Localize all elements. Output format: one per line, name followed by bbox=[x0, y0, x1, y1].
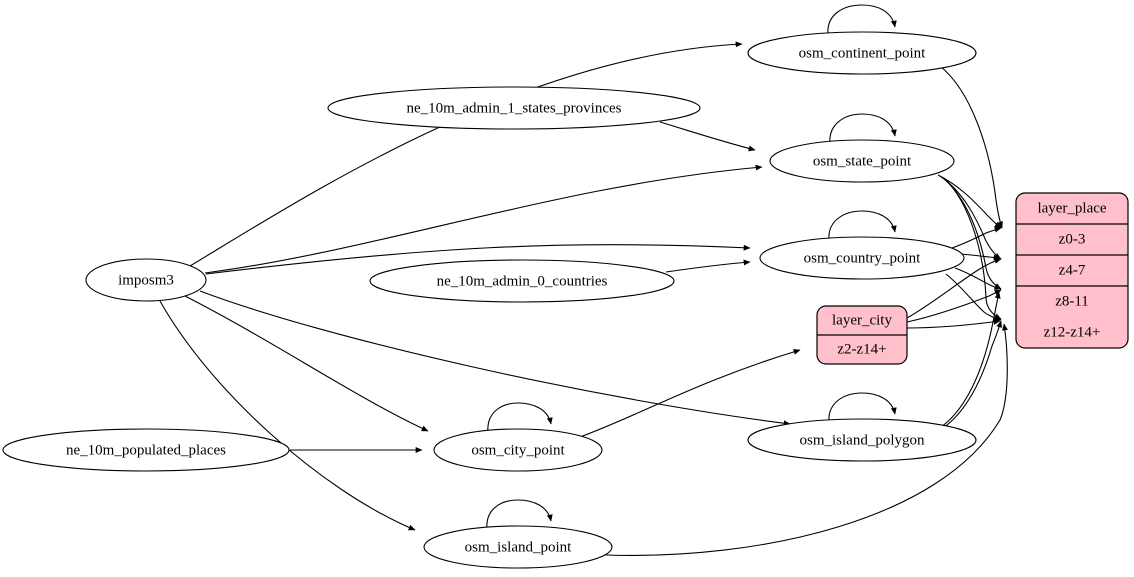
node-label: imposm3 bbox=[118, 272, 174, 288]
edge-osm_state_point-layer_place-z8_11 bbox=[941, 176, 1002, 290]
node-osm_country_point[interactable]: osm_country_point bbox=[759, 236, 965, 280]
edge-layer_city-layer_place-z12_z14 bbox=[906, 318, 1001, 329]
node-label: ne_10m_admin_0_countries bbox=[437, 273, 608, 289]
node-layer: imposm3 ne_10m_admin_1_states_provinces … bbox=[2, 31, 977, 569]
node-osm_continent_point[interactable]: osm_continent_point bbox=[747, 31, 977, 75]
edge-imposm3-osm_island_point bbox=[159, 300, 416, 531]
edge-osm_country_point-layer_place-z12_z14 bbox=[945, 273, 1002, 321]
node-label: ne_10m_admin_1_states_provinces bbox=[407, 100, 622, 116]
node-shape[interactable] bbox=[433, 428, 603, 472]
node-shape[interactable] bbox=[369, 259, 675, 303]
node-osm_island_point[interactable]: osm_island_point bbox=[423, 525, 613, 569]
record-row-layer_place-header: layer_place bbox=[1037, 200, 1106, 216]
node-ne_10m_populated_places[interactable]: ne_10m_populated_places bbox=[2, 428, 290, 472]
edge-imposm3-osm_state_point bbox=[204, 164, 763, 274]
node-label: osm_country_point bbox=[804, 250, 921, 266]
edge-ne_10m_admin_1_states_provinces-osm_state_point bbox=[659, 121, 756, 152]
node-shape[interactable] bbox=[769, 139, 955, 183]
edge-layer_city-layer_place-z4_7 bbox=[906, 257, 1002, 319]
edge-osm_island_polygon-layer_place-z12_z14 bbox=[942, 320, 1003, 429]
edge-self-osm_island_polygon bbox=[828, 392, 897, 424]
record-row-z2-z14[interactable]: z2-z14+ bbox=[837, 341, 886, 357]
edge-osm_country_point-layer_place-z4_7 bbox=[959, 253, 1001, 261]
node-osm_city_point[interactable]: osm_city_point bbox=[433, 428, 603, 472]
record-layer_place[interactable]: layer_place z0-3 z4-7 z8-11 z12-z14+ bbox=[1015, 192, 1129, 349]
edge-osm_island_point-layer_place-z12_z14 bbox=[605, 323, 1008, 556]
node-shape[interactable] bbox=[85, 258, 207, 302]
record-layer: layer_place z0-3 z4-7 z8-11 z12-z14+ lay… bbox=[816, 192, 1129, 365]
node-label: osm_city_point bbox=[471, 442, 565, 458]
edge-osm_island_polygon-layer_place-z8_11 bbox=[940, 291, 1001, 428]
record-layer_city[interactable]: layer_city z2-z14+ bbox=[816, 305, 908, 365]
edge-ne_10m_admin_0_countries-osm_country_point bbox=[665, 259, 751, 273]
edge-self-osm_continent_point bbox=[827, 4, 897, 36]
edge-osm_country_point-layer_place-z8_11 bbox=[954, 267, 1002, 290]
record-row-layer_city-header: layer_city bbox=[832, 312, 892, 328]
node-shape[interactable] bbox=[423, 525, 613, 569]
node-label: osm_continent_point bbox=[799, 45, 926, 61]
record-row-z4-7[interactable]: z4-7 bbox=[1059, 262, 1086, 278]
edge-imposm3-osm_country_point bbox=[205, 244, 751, 275]
node-label: osm_island_polygon bbox=[799, 432, 925, 448]
record-body[interactable] bbox=[1015, 192, 1129, 349]
node-osm_state_point[interactable]: osm_state_point bbox=[769, 139, 955, 183]
edge-osm_continent_point-layer_place-z0_3 bbox=[939, 65, 1003, 229]
node-label: osm_state_point bbox=[813, 153, 912, 169]
node-ne_10m_admin_1_states_provinces[interactable]: ne_10m_admin_1_states_provinces bbox=[327, 86, 701, 130]
record-row-z12-z14[interactable]: z12-z14+ bbox=[1044, 324, 1101, 340]
edge-imposm3-osm_city_point bbox=[184, 295, 429, 432]
record-row-z0-3[interactable]: z0-3 bbox=[1059, 231, 1086, 247]
edge-layer bbox=[159, 4, 1008, 556]
edge-layer_city-layer_place-z8_11 bbox=[906, 289, 1002, 323]
edge-self-osm_state_point bbox=[829, 113, 897, 145]
edge-imposm3-osm_continent_point bbox=[189, 41, 743, 267]
node-shape[interactable] bbox=[747, 418, 977, 462]
node-shape[interactable] bbox=[747, 31, 977, 75]
edge-osm_state_point-layer_place-z12_z14 bbox=[943, 177, 1002, 320]
edge-self-osm_island_point bbox=[486, 499, 553, 531]
node-shape[interactable] bbox=[327, 86, 701, 130]
edge-imposm3-osm_island_polygon bbox=[199, 290, 791, 427]
node-label: ne_10m_populated_places bbox=[66, 442, 226, 458]
node-label: osm_island_point bbox=[465, 539, 573, 555]
record-row-z8-11[interactable]: z8-11 bbox=[1055, 293, 1089, 309]
node-shape[interactable] bbox=[2, 428, 290, 472]
node-imposm3[interactable]: imposm3 bbox=[85, 258, 207, 302]
edge-self-osm_country_point bbox=[828, 210, 897, 242]
node-ne_10m_admin_0_countries[interactable]: ne_10m_admin_0_countries bbox=[369, 259, 675, 303]
node-osm_island_polygon[interactable]: osm_island_polygon bbox=[747, 418, 977, 462]
node-shape[interactable] bbox=[759, 236, 965, 280]
edge-osm_city_point-layer_city-z2_z14 bbox=[579, 348, 801, 438]
edge-osm_state_point-layer_place-z0_3 bbox=[937, 174, 1002, 229]
edge-self-osm_city_point bbox=[487, 402, 553, 434]
edge-osm_country_point-layer_place-z0_3 bbox=[951, 226, 1002, 249]
